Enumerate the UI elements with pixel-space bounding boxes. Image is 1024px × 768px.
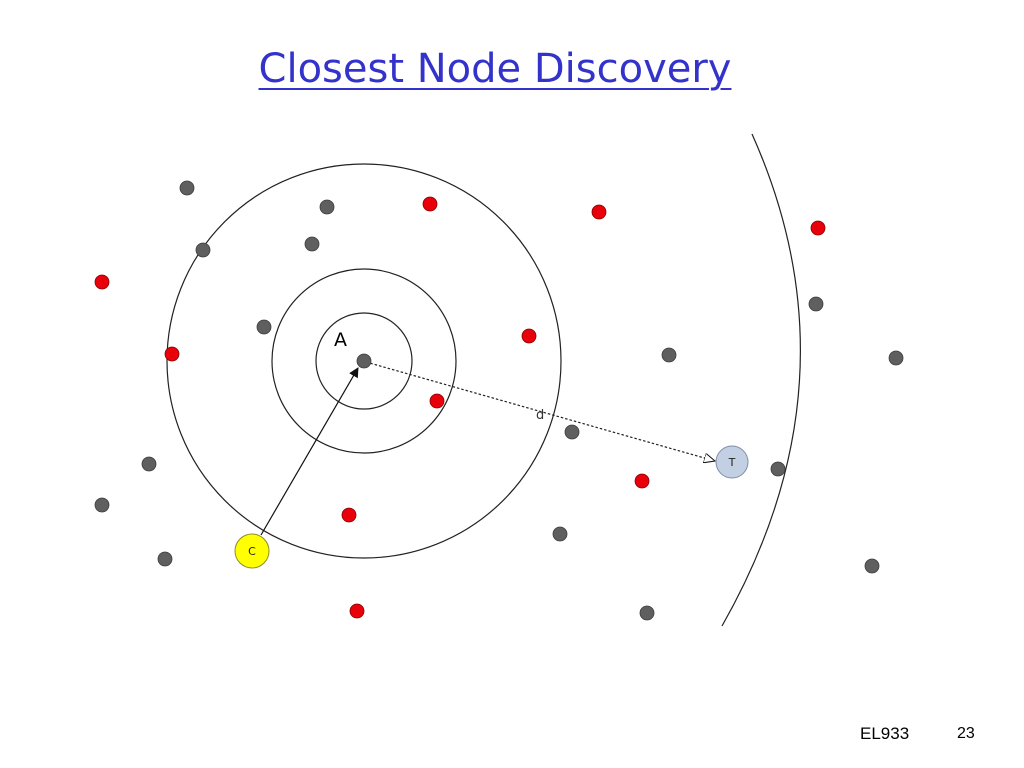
red-node <box>591 204 607 220</box>
red-node <box>429 393 445 409</box>
gray-node <box>564 424 580 440</box>
ring-inner <box>315 312 413 410</box>
ring-far-arc <box>721 133 801 627</box>
gray-node <box>639 605 655 621</box>
gray-node <box>661 347 677 363</box>
gray-node <box>157 551 173 567</box>
red-node <box>521 328 537 344</box>
gray-node <box>864 558 880 574</box>
red-node <box>634 473 650 489</box>
gray-node <box>808 296 824 312</box>
gray-node <box>304 236 320 252</box>
footer-course: EL933 <box>860 724 910 743</box>
label-node-t: T <box>728 456 736 469</box>
red-node <box>94 274 110 290</box>
gray-node <box>552 526 568 542</box>
label-distance: d <box>536 408 544 423</box>
distance-line-a-to-t <box>365 361 715 461</box>
gray-node <box>888 350 904 366</box>
gray-node <box>319 199 335 215</box>
gray-node <box>141 456 157 472</box>
gray-node <box>94 497 110 513</box>
red-node <box>422 196 438 212</box>
red-node <box>349 603 365 619</box>
slide-title: Closest Node Discovery <box>258 46 732 92</box>
label-node-c: C <box>248 545 256 558</box>
node-t <box>715 445 749 479</box>
red-node <box>341 507 357 523</box>
ring-middle <box>271 268 457 454</box>
footer-page-number: 23 <box>957 725 975 742</box>
label-node-a: A <box>334 329 347 351</box>
gray-node <box>770 461 786 477</box>
gray-node <box>195 242 211 258</box>
gray-node <box>256 319 272 335</box>
arrow-c-to-a <box>260 367 359 536</box>
node-a <box>356 353 372 369</box>
node-c <box>234 533 270 569</box>
red-node <box>810 220 826 236</box>
red-node <box>164 346 180 362</box>
ring-outer <box>166 163 562 559</box>
gray-node <box>179 180 195 196</box>
